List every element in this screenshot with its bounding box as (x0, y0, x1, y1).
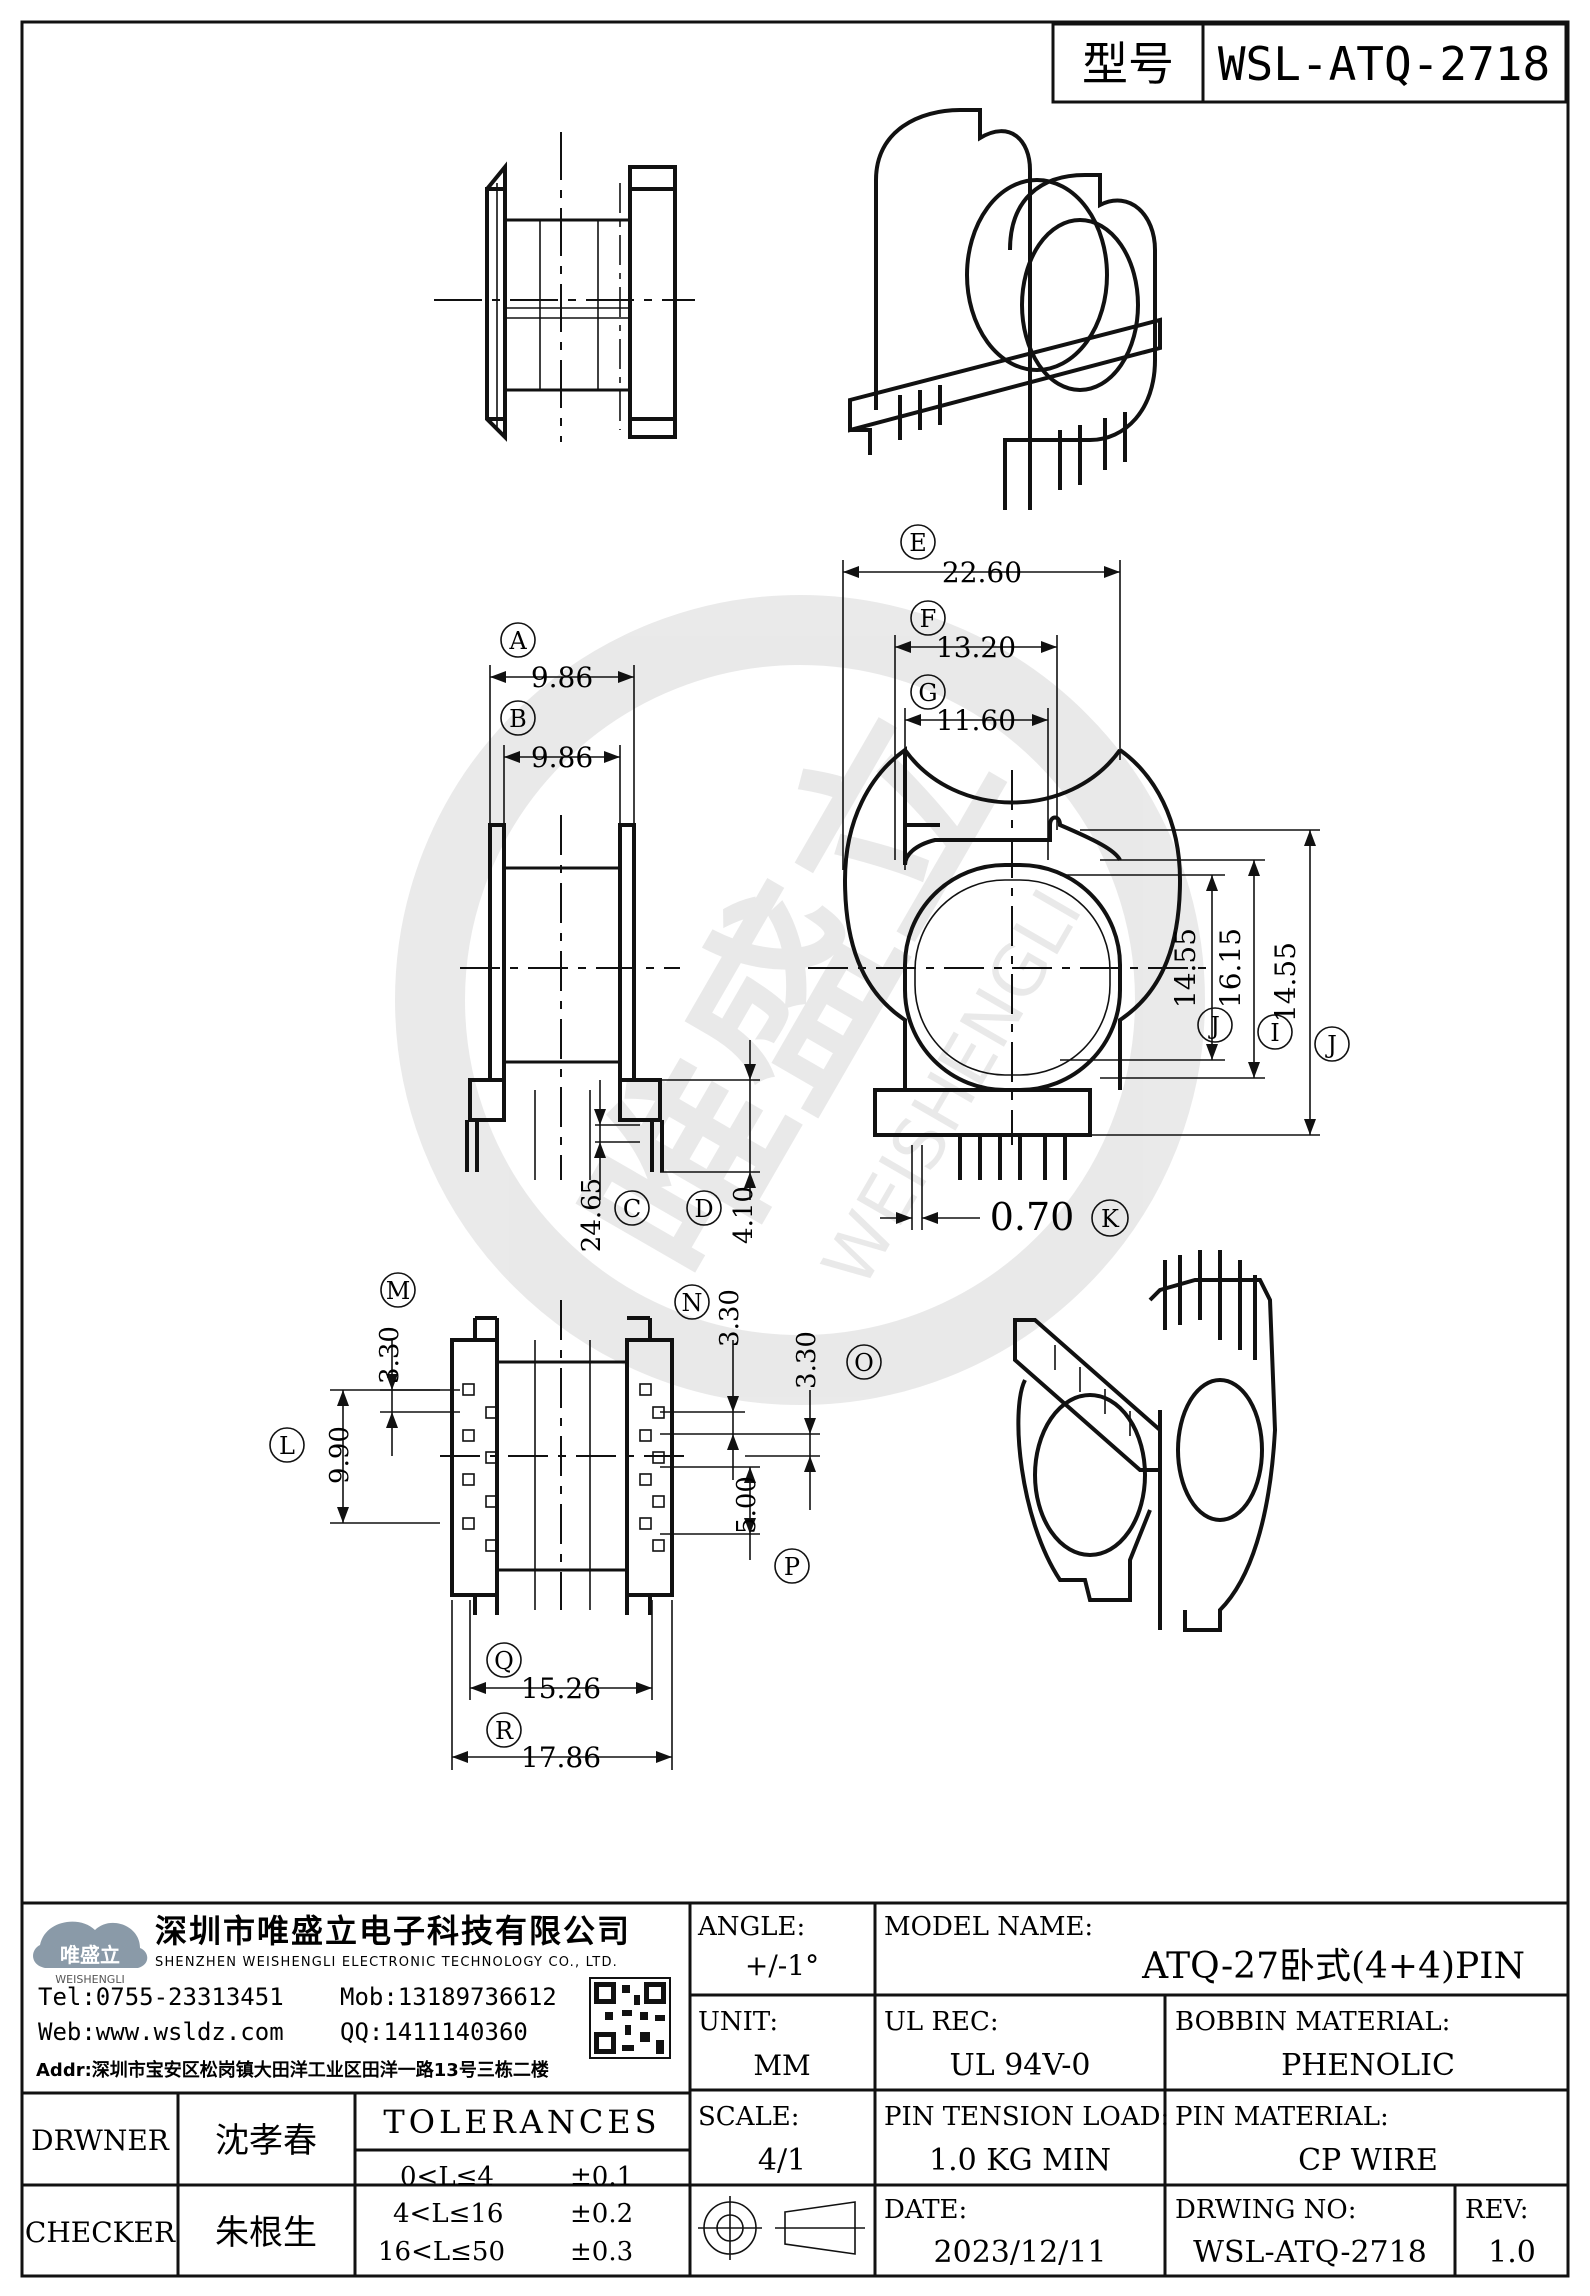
dim-value-p: 5.00 (732, 1476, 762, 1534)
tol-value-1: ±0.1 (570, 2162, 633, 2192)
tol-range-2: 4<L≤16 (393, 2199, 503, 2229)
dim-label-h: J (1324, 1031, 1337, 1059)
dim-label-i: I (1270, 1019, 1279, 1047)
scale-label: SCALE: (698, 2102, 800, 2132)
bottom-view: 3.30 M 9.90 L 3.30 N 3.30 O (269, 1272, 882, 1774)
checker-label: CHECKER (25, 2216, 176, 2249)
dim-value-r: 17.86 (521, 1741, 601, 1774)
company-addr: Addr:深圳市宝安区松岗镇大田洋工业区田洋一路13号三栋二楼 (36, 2059, 549, 2081)
dim-value-l: 9.90 (325, 1426, 355, 1484)
drawing-no-value: WSL-ATQ-2718 (1193, 2235, 1427, 2270)
rev-value: 1.0 (1488, 2235, 1536, 2270)
dim-label-l: L (279, 1432, 295, 1460)
dim-label-e: E (909, 529, 927, 557)
dim-value-b: 9.86 (531, 741, 593, 774)
rev-label: REV: (1465, 2195, 1528, 2225)
dim-label-b: B (509, 705, 527, 733)
dim-value-f: 13.20 (936, 631, 1016, 664)
side-view-small (434, 132, 695, 442)
dim-label-c: C (623, 1195, 641, 1223)
pin-material-value: CP WIRE (1298, 2143, 1438, 2178)
unit-value: MM (753, 2049, 810, 2082)
dim-value-o: 3.30 (792, 1331, 822, 1389)
dim-value-a: 9.86 (531, 661, 593, 694)
dim-label-k: K (1101, 1205, 1120, 1233)
company-mob: Mob:13189736612 (340, 1983, 557, 2011)
dim-value-j: 14.55 (1169, 928, 1202, 1008)
type-label: 型号 (1082, 37, 1174, 91)
tolerances-title: TOLERANCES (383, 2103, 660, 2141)
angle-label: ANGLE: (697, 1912, 805, 1942)
dim-value-g: 11.60 (936, 704, 1016, 737)
logo-sub: WEISHENGLI (55, 1973, 124, 1986)
bobbin-value: PHENOLIC (1281, 2048, 1455, 2083)
dim-label-q: Q (494, 1647, 514, 1675)
dim-value-h: 14.55 (1269, 942, 1302, 1022)
logo-text: 唯盛立 (60, 1943, 120, 1967)
tension-label: PIN TENSION LOAD: (884, 2102, 1169, 2132)
dim-value-i: 16.15 (1214, 928, 1247, 1008)
dim-value-q: 15.26 (521, 1672, 601, 1705)
dim-label-g: G (918, 679, 937, 707)
dim-label-p: P (784, 1553, 800, 1581)
tol-range-1: 0<L≤4 (400, 2162, 494, 2192)
projection-symbol-icon (698, 2196, 865, 2260)
angle-value: +/-1° (745, 1949, 819, 1982)
tension-value: 1.0 KG MIN (929, 2143, 1111, 2178)
checker-name: 朱根生 (215, 2213, 317, 2253)
pin-material-label: PIN MATERIAL: (1175, 2102, 1389, 2132)
dim-value-c: 24.65 (577, 1178, 607, 1252)
drawing-no-label: DRWING NO: (1175, 2195, 1356, 2225)
front-view: 22.60 E 13.20 F 11.60 G 14.55 J (808, 524, 1350, 1239)
dim-value-e: 22.60 (942, 556, 1022, 589)
model-value: ATQ-27卧式(4+4)PIN (1141, 1946, 1525, 1987)
dim-label-f: F (920, 605, 937, 633)
dim-label-a: A (508, 627, 527, 655)
tol-value-2: ±0.2 (570, 2199, 633, 2229)
type-value: WSL-ATQ-2718 (1218, 37, 1550, 91)
dim-value-d: 4.10 (729, 1186, 759, 1244)
company-tel: Tel:0755-23313451 (38, 1983, 284, 2011)
ul-value: UL 94V-0 (949, 2048, 1090, 2083)
model-label: MODEL NAME: (884, 1912, 1093, 1942)
dim-value-k: 0.70 (990, 1195, 1075, 1239)
company-web: Web:www.wsldz.com (38, 2018, 284, 2046)
dim-label-n: N (682, 1289, 703, 1317)
dim-label-d: D (694, 1195, 713, 1223)
drawer-label: DRWNER (31, 2124, 170, 2157)
side-view: 9.86 A 9.86 B 24.65 C 4.10 D (460, 622, 760, 1252)
dim-value-n: 3.30 (715, 1289, 745, 1347)
pin-row-left (462, 1383, 498, 1552)
dim-label-m: M (386, 1277, 411, 1305)
header-type-box: 型号 WSL-ATQ-2718 (1051, 22, 1568, 104)
bobbin-label: BOBBIN MATERIAL: (1175, 2007, 1450, 2037)
dim-label-j: J (1207, 1012, 1220, 1040)
pin-row-right (639, 1383, 665, 1552)
date-value: 2023/12/11 (934, 2235, 1107, 2270)
isometric-view-top (848, 108, 1162, 510)
drawing-frame (20, 20, 1570, 2278)
ul-label: UL REC: (884, 2007, 999, 2037)
dim-label-r: R (495, 1717, 514, 1745)
title-block: 唯盛立 WEISHENGLI 深圳市唯盛立电子科技有限公司 SHENZHEN W… (22, 1901, 1568, 2276)
qr-code-icon (589, 1977, 671, 2059)
tol-value-3: ±0.3 (570, 2237, 633, 2267)
company-name-cn: 深圳市唯盛立电子科技有限公司 (155, 1912, 631, 1950)
company-logo: 唯盛立 WEISHENGLI (33, 1921, 148, 1986)
unit-label: UNIT: (698, 2007, 778, 2037)
drawer-name: 沈孝春 (215, 2121, 317, 2161)
dim-label-o: O (854, 1349, 874, 1377)
company-name-en: SHENZHEN WEISHENGLI ELECTRONIC TECHNOLOG… (155, 1955, 618, 1970)
scale-value: 4/1 (758, 2143, 806, 2178)
company-qq: QQ:1411140360 (340, 2018, 528, 2046)
isometric-view-bottom (1013, 1250, 1278, 1632)
date-label: DATE: (884, 2195, 967, 2225)
tol-range-3: 16<L≤50 (378, 2237, 505, 2267)
dim-value-m: 3.30 (375, 1326, 405, 1384)
